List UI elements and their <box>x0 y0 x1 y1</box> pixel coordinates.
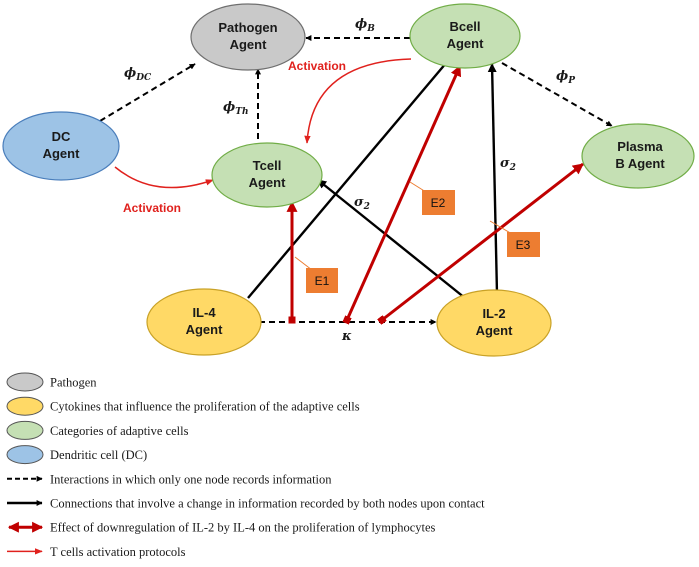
phi-p-label: ϕP <box>556 69 575 86</box>
effect-e3-label: E3 <box>516 238 531 252</box>
phi-dc-label: ϕDC <box>124 66 152 83</box>
edge-dc-to-pathogen <box>99 63 196 122</box>
dc-label-2: Agent <box>43 146 81 161</box>
il4-node: IL-4 Agent <box>146 288 262 356</box>
callout-e1-leader <box>294 256 313 271</box>
il2-label-1: IL-2 <box>482 306 505 321</box>
pathogen-node: Pathogen Agent <box>190 3 306 71</box>
legend-item: Effect of downregulation of IL-2 by IL-4… <box>7 521 436 535</box>
bcell-node: Bcell Agent <box>409 3 521 69</box>
dc-node: DC Agent <box>2 111 120 181</box>
adaptive-ellipse-icon <box>6 420 44 440</box>
callout-e3-leader <box>489 220 513 235</box>
sigma2-bcell-label: σ2 <box>500 156 516 173</box>
effect-e2-label: E2 <box>431 196 446 210</box>
activation-label-top: Activation <box>288 59 346 73</box>
tcell-label-2: Agent <box>249 175 287 190</box>
legend-label: T cells activation protocols <box>50 545 186 559</box>
effect-e2-box: E2 <box>422 190 455 215</box>
legend-label: Effect of downregulation of IL-2 by IL-4… <box>50 521 436 535</box>
activation-bcell-to-tcell <box>304 58 412 144</box>
legend-item: Cytokines that influence the proliferati… <box>6 396 360 416</box>
activation-label-left: Activation <box>123 201 181 215</box>
legend-item: Connections that involve a change in inf… <box>7 497 485 511</box>
pathogen-ellipse-icon <box>6 372 44 392</box>
pathogen-label-2: Agent <box>230 37 268 52</box>
edge-bcell-to-plasma <box>501 62 613 127</box>
il2-node: IL-2 Agent <box>436 289 552 357</box>
legend-item: Pathogen <box>6 372 97 392</box>
effect-e1-label: E1 <box>315 274 330 288</box>
plasma-label-2: B Agent <box>615 156 665 171</box>
il4-label-1: IL-4 <box>192 305 216 320</box>
dc-label-1: DC <box>52 129 71 144</box>
legend-item: Dendritic cell (DC) <box>6 445 147 465</box>
legend-item: Categories of adaptive cells <box>6 420 189 440</box>
dc-ellipse-icon <box>6 445 44 465</box>
effect-e3-arrow <box>377 162 584 325</box>
il2-label-2: Agent <box>476 323 514 338</box>
effect-e1-box: E1 <box>306 268 338 293</box>
legend-item: Interactions in which only one node reco… <box>7 472 332 486</box>
legend-label: Cytokines that influence the proliferati… <box>50 400 360 414</box>
tcell-node: Tcell Agent <box>211 142 323 208</box>
bcell-label-1: Bcell <box>449 19 480 34</box>
legend-item: T cells activation protocols <box>7 545 186 559</box>
legend-label: Dendritic cell (DC) <box>50 448 147 462</box>
cytokine-ellipse-icon <box>6 396 44 416</box>
legend-label: Interactions in which only one node reco… <box>50 472 332 486</box>
activation-dc-to-tcell <box>114 166 214 189</box>
kappa-label: κ <box>341 329 352 344</box>
phi-b-label: ϕB <box>355 17 375 34</box>
legend-label: Connections that involve a change in inf… <box>50 497 485 511</box>
effect-e3-box: E3 <box>507 232 540 257</box>
edge-il2-to-bcell <box>487 63 499 295</box>
phi-th-label: ϕTh <box>223 100 249 117</box>
tcell-label-1: Tcell <box>253 158 282 173</box>
plasma-label-1: Plasma <box>617 139 663 154</box>
bcell-label-2: Agent <box>447 36 485 51</box>
sigma2-tcell-label: σ2 <box>354 195 370 212</box>
legend-label: Pathogen <box>50 376 97 390</box>
plasma-node: Plasma B Agent <box>581 123 695 189</box>
legend-label: Categories of adaptive cells <box>50 424 189 438</box>
pathogen-label-1: Pathogen <box>218 20 277 35</box>
il4-label-2: Agent <box>186 322 224 337</box>
